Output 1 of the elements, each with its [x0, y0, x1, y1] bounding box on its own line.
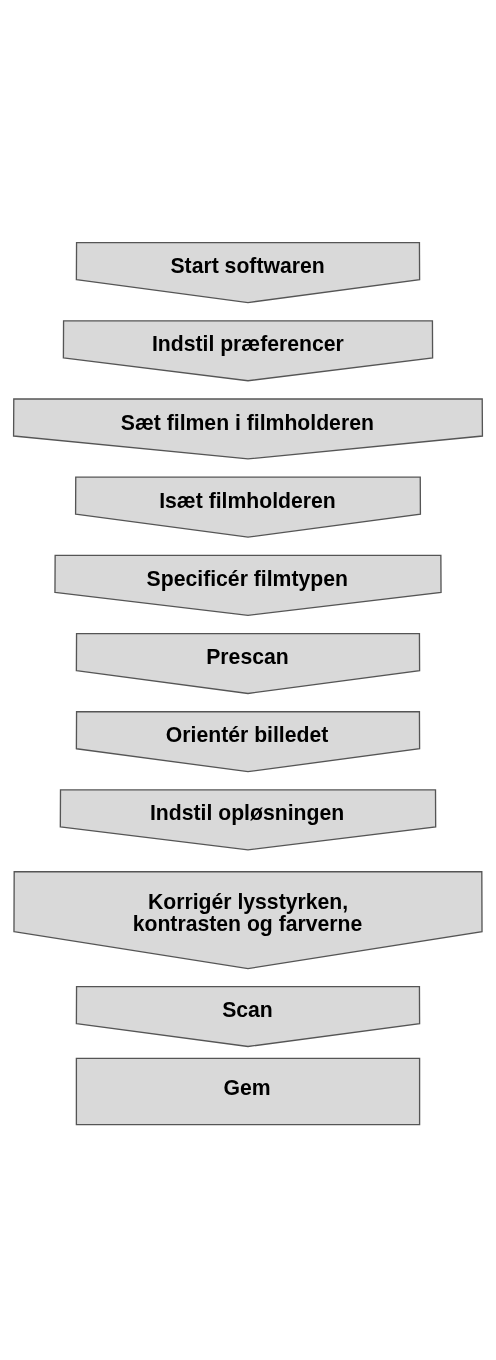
node-box: Gem	[75, 1057, 421, 1125]
